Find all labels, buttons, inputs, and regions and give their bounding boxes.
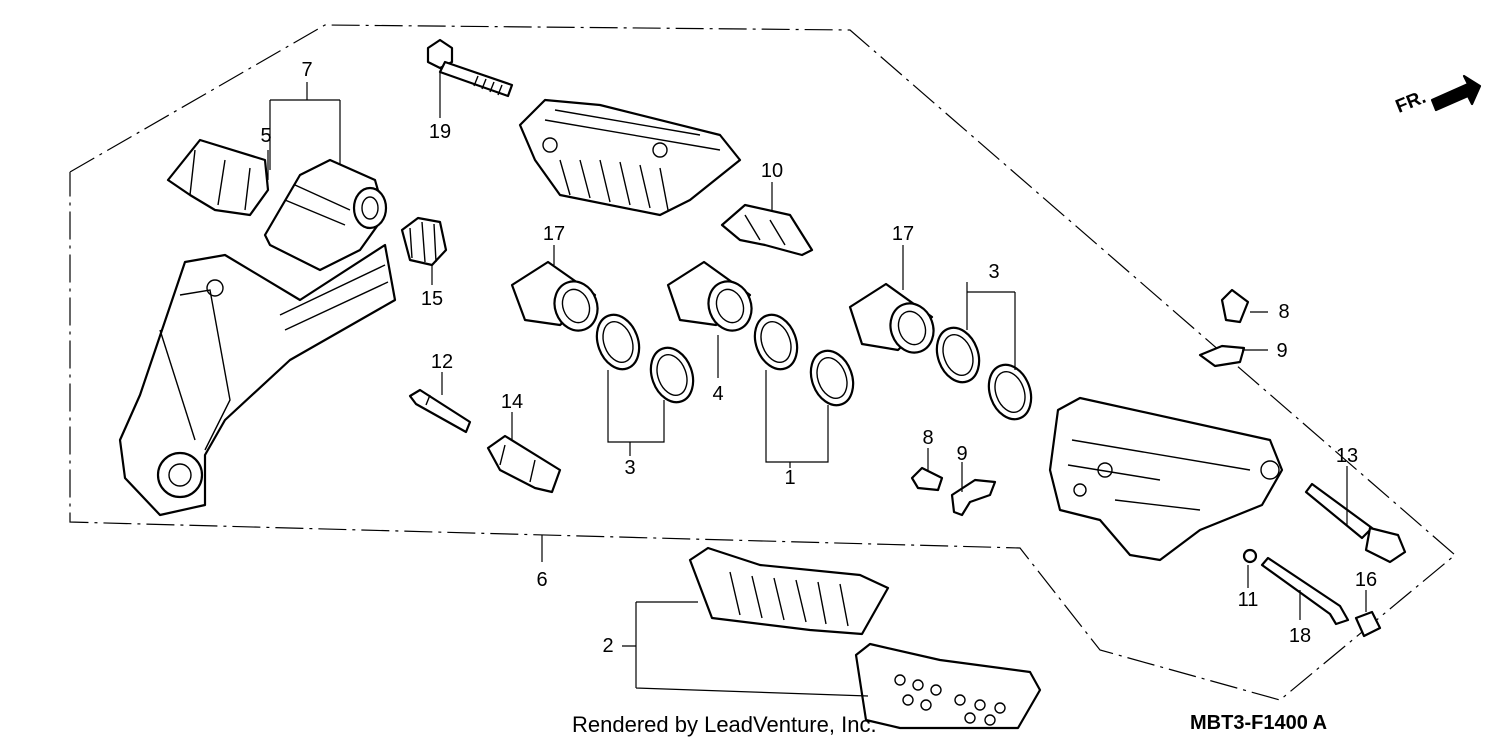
brake-pad-lower-part: [854, 642, 1042, 730]
callout-9-middle: 9: [956, 443, 967, 465]
piston-middle-part: [666, 260, 753, 332]
callout-10: 10: [761, 160, 783, 182]
callout-7: 7: [301, 59, 312, 81]
callout-2: 2: [602, 635, 613, 657]
callout-14: 14: [501, 391, 523, 413]
callout-6: 6: [536, 569, 547, 591]
caliper-body-lower-part: [1048, 396, 1284, 562]
slide-pin-14-part: [486, 434, 562, 494]
leader-lines: [267, 72, 1367, 697]
callout-3-left: 3: [624, 457, 635, 479]
piston-right-part: [848, 282, 935, 354]
callout-12: 12: [431, 351, 453, 373]
seal-set-middle: [753, 313, 855, 407]
caliper-bracket-part: [118, 243, 397, 517]
pad-retainer-part: [720, 203, 814, 257]
pad-spring-part: [166, 138, 270, 217]
assembly-border: [69, 24, 1456, 701]
bleeder-cap-right: [1198, 344, 1246, 368]
brake-pad-upper-part: [688, 546, 890, 636]
pin-12-part: [408, 388, 472, 434]
callout-4: 4: [712, 383, 723, 405]
washer-11-part: [1242, 548, 1258, 564]
plug-16-part: [1354, 610, 1382, 638]
bolt-19-part: [426, 38, 514, 98]
seal-set-right: [935, 326, 1033, 421]
piston-left-part: [510, 260, 599, 332]
bleeder-valve-right: [1220, 288, 1250, 324]
bleeder-cap-middle: [950, 478, 997, 517]
callout-17-left: 17: [543, 223, 565, 245]
callout-3-right: 3: [988, 261, 999, 283]
callout-8-middle: 8: [922, 427, 933, 449]
callout-18: 18: [1289, 625, 1311, 647]
caliper-body-upper-part: [518, 98, 742, 217]
callout-16: 16: [1355, 569, 1377, 591]
callout-13: 13: [1336, 445, 1358, 467]
seal-set-left: [595, 313, 695, 404]
front-direction-arrow: FR.: [1393, 74, 1482, 118]
callout-5: 5: [260, 125, 271, 147]
front-marker-label: FR.: [1393, 87, 1429, 118]
callout-9-right: 9: [1276, 340, 1287, 362]
credit-text: Rendered by LeadVenture, Inc.: [572, 712, 877, 737]
callout-17-right: 17: [892, 223, 914, 245]
bolt-13-part: [1304, 482, 1407, 564]
callout-19: 19: [429, 121, 451, 143]
callout-11: 11: [1238, 589, 1259, 611]
callout-labels: 7 5 19 10 17 17 3 15 8 9 12 4 14 8 9 13 …: [260, 59, 1377, 657]
slide-boot-part: [263, 158, 388, 272]
pad-pin-18-part: [1260, 556, 1350, 626]
callout-1: 1: [784, 467, 795, 489]
callout-15: 15: [421, 288, 443, 310]
callout-8-right: 8: [1278, 301, 1289, 323]
bleeder-valve-middle: [910, 466, 944, 492]
boot-part: [400, 216, 448, 267]
diagram-code: MBT3-F1400 A: [1190, 712, 1328, 734]
